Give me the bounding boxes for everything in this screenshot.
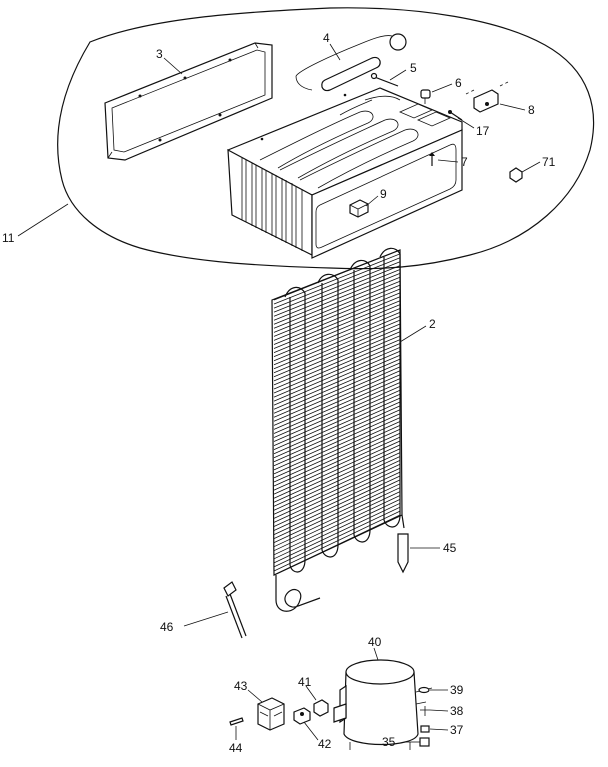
part-42-cap	[293, 707, 311, 725]
callout-2: 2	[429, 317, 436, 331]
leader-lines	[17, 43, 541, 743]
part-45-pin	[397, 533, 409, 574]
callout-35: 35	[382, 735, 396, 749]
callout-labels: 3 4 5 6 8 17 7 71 9 11 2 45 46 40 43 41 …	[2, 31, 556, 755]
callout-7: 7	[461, 155, 468, 169]
evaporator-body	[227, 87, 463, 259]
part-71-nut	[509, 167, 523, 183]
part-7-screw	[429, 152, 435, 166]
callout-11: 11	[2, 231, 15, 245]
assembly-outline	[57, 7, 595, 270]
callout-71: 71	[542, 155, 556, 169]
part-4-tube	[295, 33, 407, 92]
part-9-block	[349, 199, 369, 218]
part-6-knob	[420, 89, 431, 104]
callout-17: 17	[476, 124, 490, 138]
callout-39: 39	[450, 683, 464, 697]
part-17-screw	[448, 110, 463, 121]
part-2-condenser	[271, 247, 405, 612]
part-46-drier	[223, 581, 247, 639]
callout-38: 38	[450, 704, 464, 718]
callout-45: 45	[443, 541, 457, 555]
part-8-bracket	[465, 81, 509, 113]
callout-4: 4	[323, 31, 330, 45]
callout-40: 40	[368, 635, 382, 649]
callout-41: 41	[298, 675, 312, 689]
callout-43: 43	[234, 679, 248, 693]
part-44-pin	[229, 717, 244, 726]
part-37-sleeve	[420, 725, 430, 733]
callout-3: 3	[156, 47, 163, 61]
part-40-compressor	[333, 659, 433, 750]
callout-37: 37	[450, 723, 464, 737]
part-41-overload	[313, 699, 329, 717]
part-38-washer	[420, 706, 430, 716]
part-39-grommet	[418, 686, 430, 694]
callout-9: 9	[380, 187, 387, 201]
callout-44: 44	[229, 741, 243, 755]
callout-42: 42	[318, 737, 332, 751]
part-35-clip	[419, 737, 430, 747]
part-3-panel	[104, 42, 273, 161]
callout-8: 8	[528, 103, 535, 117]
callout-5: 5	[410, 61, 417, 75]
part-43-relay	[257, 697, 285, 731]
callout-46: 46	[160, 620, 174, 634]
part-5-rod	[370, 72, 399, 87]
callout-6: 6	[455, 76, 462, 90]
